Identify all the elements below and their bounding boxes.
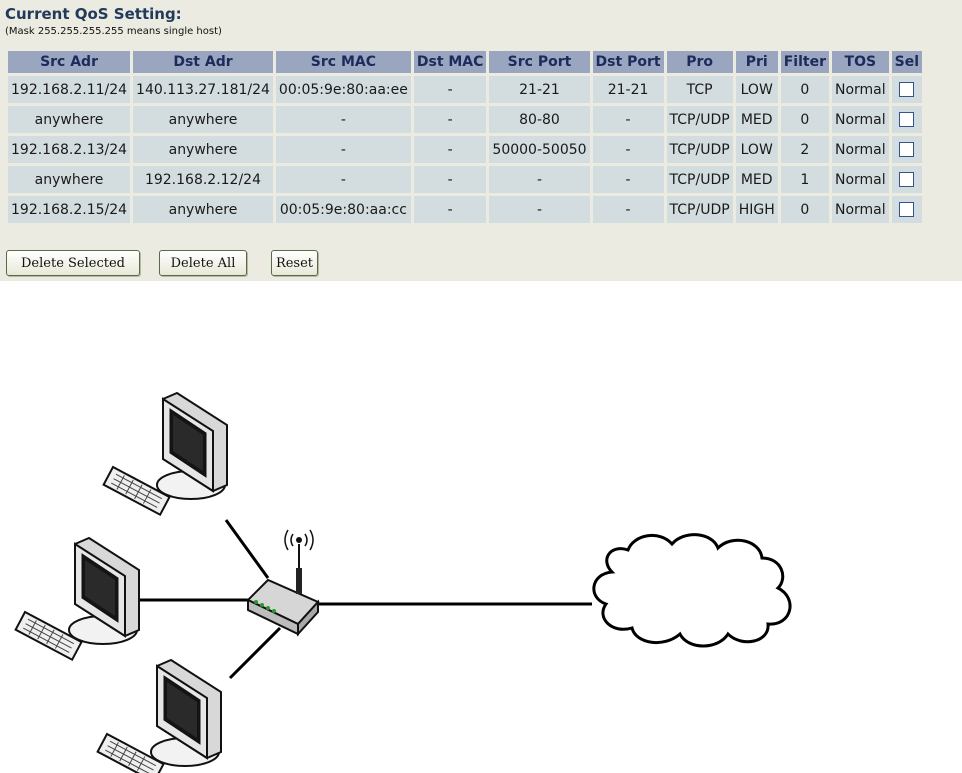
table-cell: MED	[735, 166, 778, 193]
network-diagram	[14, 392, 792, 773]
table-cell: 192.168.2.15/24	[8, 196, 131, 223]
row-select-checkbox[interactable]	[899, 112, 915, 127]
table-cell: -	[413, 76, 487, 103]
select-cell	[891, 76, 923, 103]
select-cell	[891, 196, 923, 223]
table-cell: 80-80	[489, 106, 590, 133]
table-cell: -	[592, 166, 664, 193]
table-cell: -	[413, 106, 487, 133]
table-cell: -	[413, 136, 487, 163]
table-cell: -	[592, 196, 664, 223]
mask-note: (Mask 255.255.255.255 means single host)	[5, 26, 222, 37]
reset-button[interactable]: Reset	[271, 250, 318, 276]
table-cell: -	[489, 196, 590, 223]
table-cell: 50000-50050	[489, 136, 590, 163]
column-header: Src Port	[489, 51, 590, 73]
computer-icon	[102, 392, 228, 516]
table-cell: -	[275, 106, 411, 133]
table-cell: TCP/UDP	[666, 136, 733, 163]
table-cell: anywhere	[133, 196, 273, 223]
delete-selected-button[interactable]: Delete Selected	[6, 250, 140, 276]
table-cell: 00:05:9e:80:aa:cc	[275, 196, 411, 223]
row-select-checkbox[interactable]	[899, 82, 915, 97]
table-cell: 140.113.27.181/24	[133, 76, 273, 103]
table-cell: 1	[780, 166, 829, 193]
table-cell: HIGH	[735, 196, 778, 223]
table-cell: 0	[780, 76, 829, 103]
computer-icon	[14, 537, 141, 661]
row-select-checkbox[interactable]	[899, 202, 915, 217]
row-select-checkbox[interactable]	[899, 142, 915, 157]
table-cell: -	[275, 136, 411, 163]
table-cell: 192.168.2.13/24	[8, 136, 131, 163]
table-cell: TCP/UDP	[666, 106, 733, 133]
table-cell: -	[413, 166, 487, 193]
link-line	[224, 519, 270, 579]
column-header: Pri	[735, 51, 778, 73]
column-header: Dst Adr	[133, 51, 273, 73]
table-cell: LOW	[735, 136, 778, 163]
table-cell: LOW	[735, 76, 778, 103]
table-cell: anywhere	[8, 106, 131, 133]
table-cell: Normal	[832, 106, 889, 133]
table-cell: 2	[780, 136, 829, 163]
column-header: Src Adr	[8, 51, 131, 73]
table-cell: Normal	[832, 76, 889, 103]
table-cell: -	[489, 166, 590, 193]
table-cell: 21-21	[489, 76, 590, 103]
table-cell: MED	[735, 106, 778, 133]
table-cell: 0	[780, 196, 829, 223]
internet-cloud-icon	[592, 533, 792, 648]
table-cell: anywhere	[133, 106, 273, 133]
table-cell: Normal	[832, 196, 889, 223]
table-cell: -	[275, 166, 411, 193]
table-cell: -	[592, 106, 664, 133]
qos-settings-panel: Current QoS Setting: (Mask 255.255.255.2…	[0, 0, 962, 281]
table-cell: 192.168.2.11/24	[8, 76, 131, 103]
table-cell: anywhere	[133, 136, 273, 163]
table-cell: 21-21	[592, 76, 664, 103]
column-header: TOS	[832, 51, 889, 73]
table-cell: TCP	[666, 76, 733, 103]
wireless-router-icon	[246, 529, 320, 637]
select-cell	[891, 136, 923, 163]
table-cell: 00:05:9e:80:aa:ee	[275, 76, 411, 103]
column-header: Src MAC	[275, 51, 411, 73]
table-cell: -	[413, 196, 487, 223]
table-cell: 192.168.2.12/24	[133, 166, 273, 193]
table-cell: Normal	[832, 136, 889, 163]
select-cell	[891, 106, 923, 133]
column-header: Sel	[891, 51, 923, 73]
column-header: Dst MAC	[413, 51, 487, 73]
column-header: Filter	[780, 51, 829, 73]
link-line	[228, 626, 282, 680]
computer-icon	[96, 659, 222, 773]
column-header: Dst Port	[592, 51, 664, 73]
select-cell	[891, 166, 923, 193]
qos-title: Current QoS Setting:	[5, 5, 182, 23]
table-cell: anywhere	[8, 166, 131, 193]
column-header: Pro	[666, 51, 733, 73]
row-select-checkbox[interactable]	[899, 172, 915, 187]
table-cell: TCP/UDP	[666, 166, 733, 193]
table-cell: -	[592, 136, 664, 163]
table-cell: TCP/UDP	[666, 196, 733, 223]
table-cell: 0	[780, 106, 829, 133]
table-cell: Normal	[832, 166, 889, 193]
delete-all-button[interactable]: Delete All	[159, 250, 247, 276]
